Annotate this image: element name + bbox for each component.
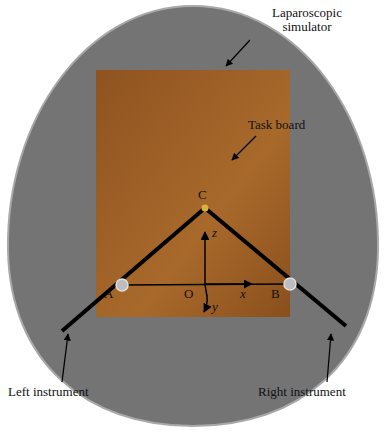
leader [62, 334, 68, 382]
point-c [202, 205, 209, 212]
part-label: Right instrument [258, 385, 346, 399]
right-instrument [205, 208, 346, 326]
leader [226, 40, 250, 66]
part-label: O [184, 287, 193, 301]
part-label: B [271, 287, 280, 301]
task-board [96, 70, 290, 317]
part-label: C [198, 188, 207, 202]
ab-line [122, 284, 290, 285]
z-axis [204, 232, 206, 284]
port-a [116, 279, 128, 291]
axis-label: x [240, 287, 246, 301]
part-label: A [104, 287, 113, 301]
y-axis [204, 284, 207, 312]
axis-label: z [212, 226, 217, 240]
part-label: Task board [248, 118, 305, 132]
leader [232, 136, 256, 160]
left-instrument [62, 208, 205, 331]
part-label: Left instrument [8, 385, 89, 399]
x-axis [205, 283, 252, 285]
leader [327, 334, 331, 382]
port-b [284, 278, 296, 290]
axis-label: y [212, 300, 218, 314]
simulator-body [8, 6, 378, 426]
part-label: Laparoscopic simulator [252, 6, 362, 35]
